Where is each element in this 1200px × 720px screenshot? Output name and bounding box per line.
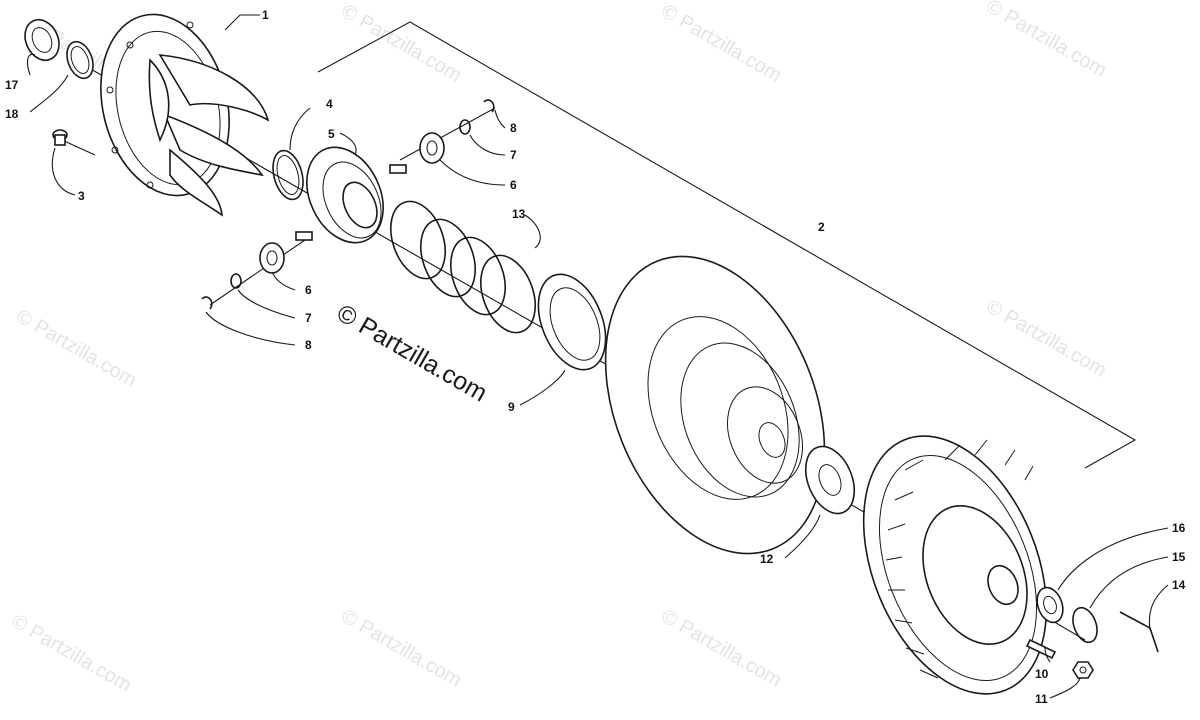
callout-2[interactable]: 2	[818, 220, 825, 234]
leader-lines	[26, 14, 1169, 699]
watermark: © Partzilla.com	[8, 610, 136, 696]
assembly-bracket	[317, 21, 1137, 469]
callout-3[interactable]: 3	[78, 189, 85, 203]
watermark: © Partzilla.com	[338, 605, 466, 691]
spider-cam-icon[interactable]	[83, 1, 270, 217]
pin-icon[interactable]	[1025, 638, 1057, 660]
callout-4[interactable]: 4	[326, 97, 333, 111]
watermark: © Partzilla.com	[983, 295, 1111, 381]
brand-watermark: © Partzilla.com	[332, 299, 492, 407]
spring-cup-icon[interactable]	[292, 135, 407, 255]
watermark: © Partzilla.com	[983, 0, 1111, 82]
spring-icon[interactable]	[381, 194, 545, 340]
roller-icon[interactable]	[259, 242, 285, 274]
callout-18[interactable]: 18	[5, 107, 19, 121]
callout-1[interactable]: 1	[262, 8, 269, 22]
watermark: © Partzilla.com	[338, 0, 466, 86]
snap-ring-icon[interactable]	[1069, 604, 1102, 645]
callout-10[interactable]: 10	[1035, 667, 1049, 681]
callout-12[interactable]: 12	[760, 552, 774, 566]
nut-icon[interactable]	[1072, 661, 1094, 679]
watermark: © Partzilla.com	[658, 605, 786, 691]
e-clip-icon[interactable]	[483, 99, 495, 113]
movable-sheave-icon[interactable]	[828, 409, 1081, 720]
callout-6[interactable]: 6	[305, 283, 312, 297]
callout-13[interactable]: 13	[512, 207, 526, 221]
washer-icon[interactable]	[1033, 584, 1068, 626]
callout-7[interactable]: 7	[510, 148, 517, 162]
callout-8[interactable]: 8	[305, 338, 312, 352]
callout-6[interactable]: 6	[510, 178, 517, 192]
callout-17[interactable]: 17	[5, 78, 19, 92]
washer-icon[interactable]	[19, 14, 66, 66]
callout-15[interactable]: 15	[1172, 550, 1186, 564]
roller-icon[interactable]	[419, 132, 445, 164]
key-icon[interactable]	[1119, 611, 1159, 653]
callout-9[interactable]: 9	[508, 400, 515, 414]
washer-icon[interactable]	[796, 439, 863, 520]
washer-icon[interactable]	[62, 38, 98, 82]
seal-ring-icon[interactable]	[525, 264, 618, 379]
callout-7[interactable]: 7	[305, 311, 312, 325]
watermark: © Partzilla.com	[13, 305, 141, 391]
screw-icon[interactable]	[52, 129, 68, 146]
e-clip-icon[interactable]	[201, 296, 213, 310]
callout-11[interactable]: 11	[1035, 692, 1048, 706]
sheave-icon[interactable]	[564, 224, 866, 586]
callout-8[interactable]: 8	[510, 121, 517, 135]
callout-5[interactable]: 5	[328, 127, 335, 141]
snap-ring-icon[interactable]	[268, 147, 308, 203]
callouts: 1 2 3 4 5 6 7 8 6 7 8 9 10 11 12 13 14 1…	[5, 8, 1186, 706]
washer-icon[interactable]	[230, 273, 242, 289]
callout-14[interactable]: 14	[1172, 578, 1186, 592]
washer-icon[interactable]	[459, 119, 471, 135]
watermark: © Partzilla.com	[658, 0, 786, 86]
callout-16[interactable]: 16	[1172, 521, 1186, 535]
